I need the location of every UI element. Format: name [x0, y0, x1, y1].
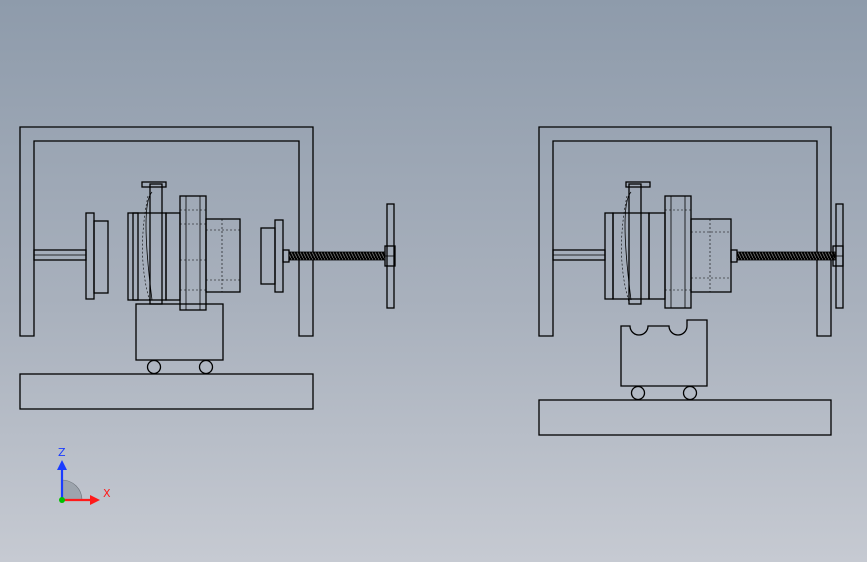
axis-triad[interactable]: Z X: [57, 446, 111, 505]
x-axis-label: X: [103, 487, 111, 500]
left-frame: [19, 126, 314, 337]
triad-origin-icon: [59, 497, 65, 503]
right-assembly[interactable]: [538, 126, 844, 436]
right-pump-body: [604, 181, 738, 309]
right-lead-screw: [736, 203, 844, 309]
left-cart: [135, 303, 224, 375]
z-axis-label: Z: [58, 446, 66, 459]
left-assembly[interactable]: [19, 126, 396, 410]
triad-plane-icon: [61, 479, 83, 501]
left-clamp-plate: [260, 219, 290, 293]
z-axis-arrow-icon: [57, 460, 67, 500]
x-axis-arrow-icon: [62, 495, 100, 505]
left-shaft: [33, 212, 109, 300]
left-base-plate: [19, 373, 314, 410]
left-lead-screw: [288, 203, 396, 309]
right-shaft: [552, 249, 606, 261]
right-base-plate: [538, 399, 832, 436]
left-pump-body: [127, 181, 241, 311]
right-frame: [538, 126, 832, 337]
right-cart: [620, 319, 708, 401]
